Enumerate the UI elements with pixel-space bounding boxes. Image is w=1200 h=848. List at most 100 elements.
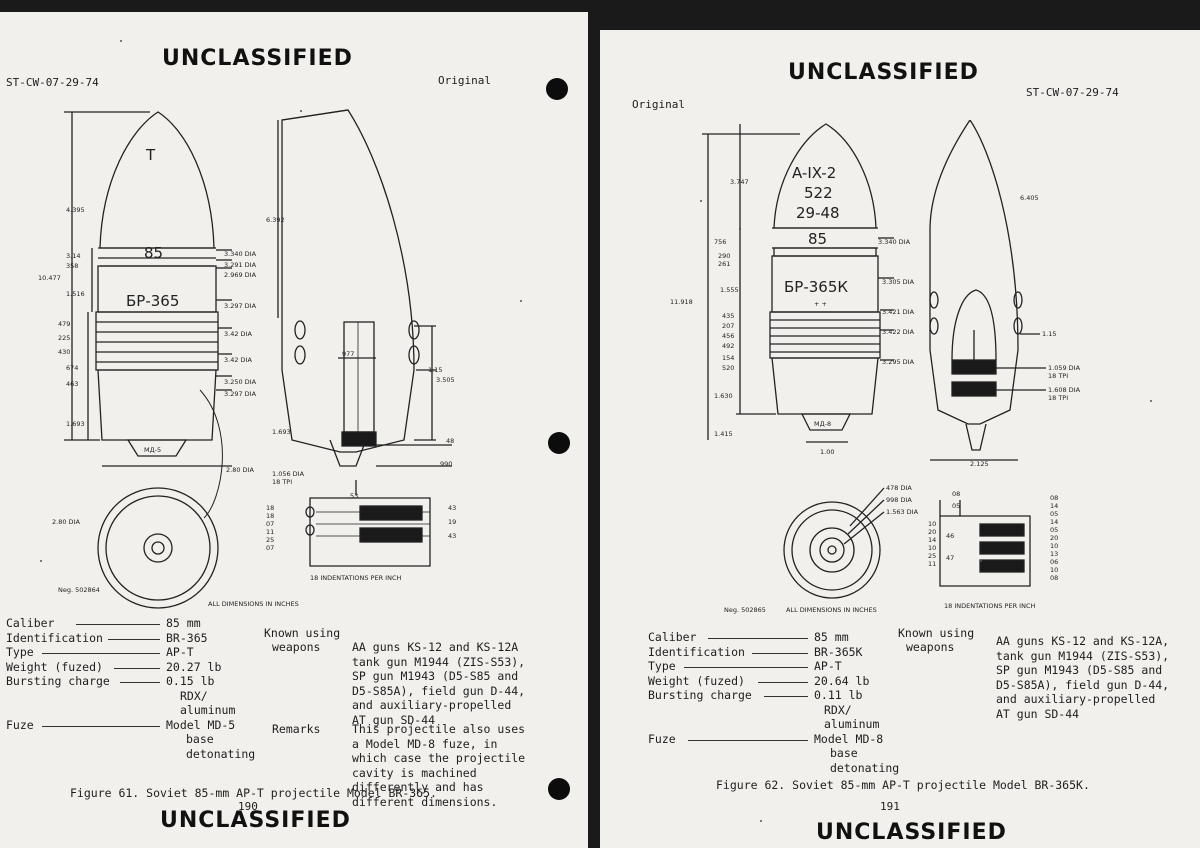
spec-row-continued: detonating [6,747,266,762]
dim-label: 43 [448,532,456,540]
classification-banner-top: UNCLASSIFIED [788,60,979,85]
punch-hole [546,78,568,100]
dim-label: 08 [1050,574,1058,582]
model-mark: БР-365К [784,278,848,296]
dim-label: 225 [58,334,70,342]
dim-label: 456 [722,332,734,340]
dim-label: 1.563 DIA [886,508,919,516]
spec-row-continued: aluminum [6,703,266,718]
spec-label: Bursting charge [6,674,110,688]
known-weapons-text: AA guns KS-12 and KS-12A tank gun M1944 … [352,640,526,727]
dim-label: 154 [722,354,734,362]
dim-label: 05 [1050,526,1058,534]
spec-value: BR-365 [166,630,208,645]
negative-number: Neg. 502864 [58,586,100,594]
dim-label: 1.059 DIA [1048,364,1081,372]
dim-label: 674 [66,364,78,372]
known-weapons-label-1: Known using [898,626,975,640]
spec-label: Type [648,659,676,673]
spec-label: Caliber [648,630,697,644]
spec-value: base [186,732,214,746]
dim-label: 1.00 [820,448,834,456]
spec-value: 0.15 lb [166,674,215,688]
page-number: 191 [880,800,900,813]
spec-row-weight: Weight (fuzed)20.64 lb [648,674,908,689]
spec-value: RDX/ [180,688,208,703]
dim-label: 358 [66,262,78,270]
dim-label: 11 [266,528,274,536]
dim-label: 6.392 [266,216,285,224]
spec-value: 20.27 lb [166,659,222,674]
dim-label: 18 TPI [1048,394,1068,402]
dim-label: 1.693 [272,428,291,436]
dim-label: 3.250 DIA [224,378,257,386]
right-document-page: UNCLASSIFIED ST-CW-07-29-74 Original [600,30,1200,848]
dim-label: 1.693 [66,420,85,428]
fuze-mark: МД-5 [144,446,161,454]
left-document-page: UNCLASSIFIED ST-CW-07-29-74 Original [0,12,588,848]
spec-value: Model MD-5 [166,717,236,732]
dim-label: 3.297 DIA [224,302,257,310]
spec-label: Weight (fuzed) [648,673,745,688]
known-weapons-label-2: weapons [906,640,955,654]
known-weapons-label-1: Known using [264,626,341,640]
spec-label: Weight (fuzed) [6,659,103,674]
dim-label: 4.395 [66,206,85,214]
model-mark: БР-365 [126,292,179,310]
negative-number: Neg. 502865 [724,606,766,614]
spec-value: aluminum [824,717,880,731]
dim-label: 48 [446,437,454,445]
spec-label: Fuze [648,731,676,746]
dim-label: 1.056 DIA [272,470,305,478]
dim-label: 3.295 DIA [882,358,915,366]
indentation-note: 18 INDENTATIONS PER INCH [944,602,1035,610]
dim-label: 3.505 [436,376,455,384]
caliber-mark: 85 [144,244,163,262]
document-id: ST-CW-07-29-74 [6,76,99,89]
document-id: ST-CW-07-29-74 [1026,86,1119,99]
dim-label: 990 [440,460,452,468]
dim-label: 1.555 [720,286,739,294]
nose-mark-3: 29-48 [796,204,840,222]
dim-label: 1.415 [714,430,733,438]
spec-value: RDX/ [824,702,852,717]
dim-label: 47 [946,554,954,562]
punch-hole [548,778,570,800]
spec-row-continued: RDX/ [648,703,908,718]
dim-label: 07 [266,520,274,528]
dim-label: 08 [1050,494,1058,502]
dim-label: 2.969 DIA [224,271,257,279]
dim-label: 25 [266,536,274,544]
dim-label: 14 [928,536,936,544]
spec-value: BR-365K [814,644,863,659]
model-sub-mark: + + [814,300,827,308]
dim-label: 998 DIA [886,496,912,504]
classification-banner-bottom: UNCLASSIFIED [160,808,351,833]
dim-label: 18 [266,504,274,512]
spec-value: detonating [830,760,900,775]
dim-label: 1.15 [428,366,442,374]
dim-label: 756 [714,238,726,246]
spec-value: AP-T [166,645,194,659]
spec-value: detonating [186,746,256,761]
document-status: Original [632,98,685,111]
spec-row-continued: base [648,746,908,761]
dim-label: 1.516 [66,290,85,298]
nose-mark-1: A-IX-2 [792,164,836,182]
dim-label: 3.340 DIA [224,250,257,258]
dim-label: 1.15 [1042,330,1056,338]
spec-value: base [830,746,858,760]
dim-label: 6.405 [1020,194,1039,202]
dim-label: 207 [722,322,734,330]
figure-caption: Figure 61. Soviet 85-mm AP-T projectile … [70,786,437,800]
dim-label: 3.291 DIA [224,261,257,269]
dim-label: 3.14 [66,252,80,260]
dim-label: 18 [266,512,274,520]
figure-caption: Figure 62. Soviet 85-mm AP-T projectile … [716,778,1090,792]
